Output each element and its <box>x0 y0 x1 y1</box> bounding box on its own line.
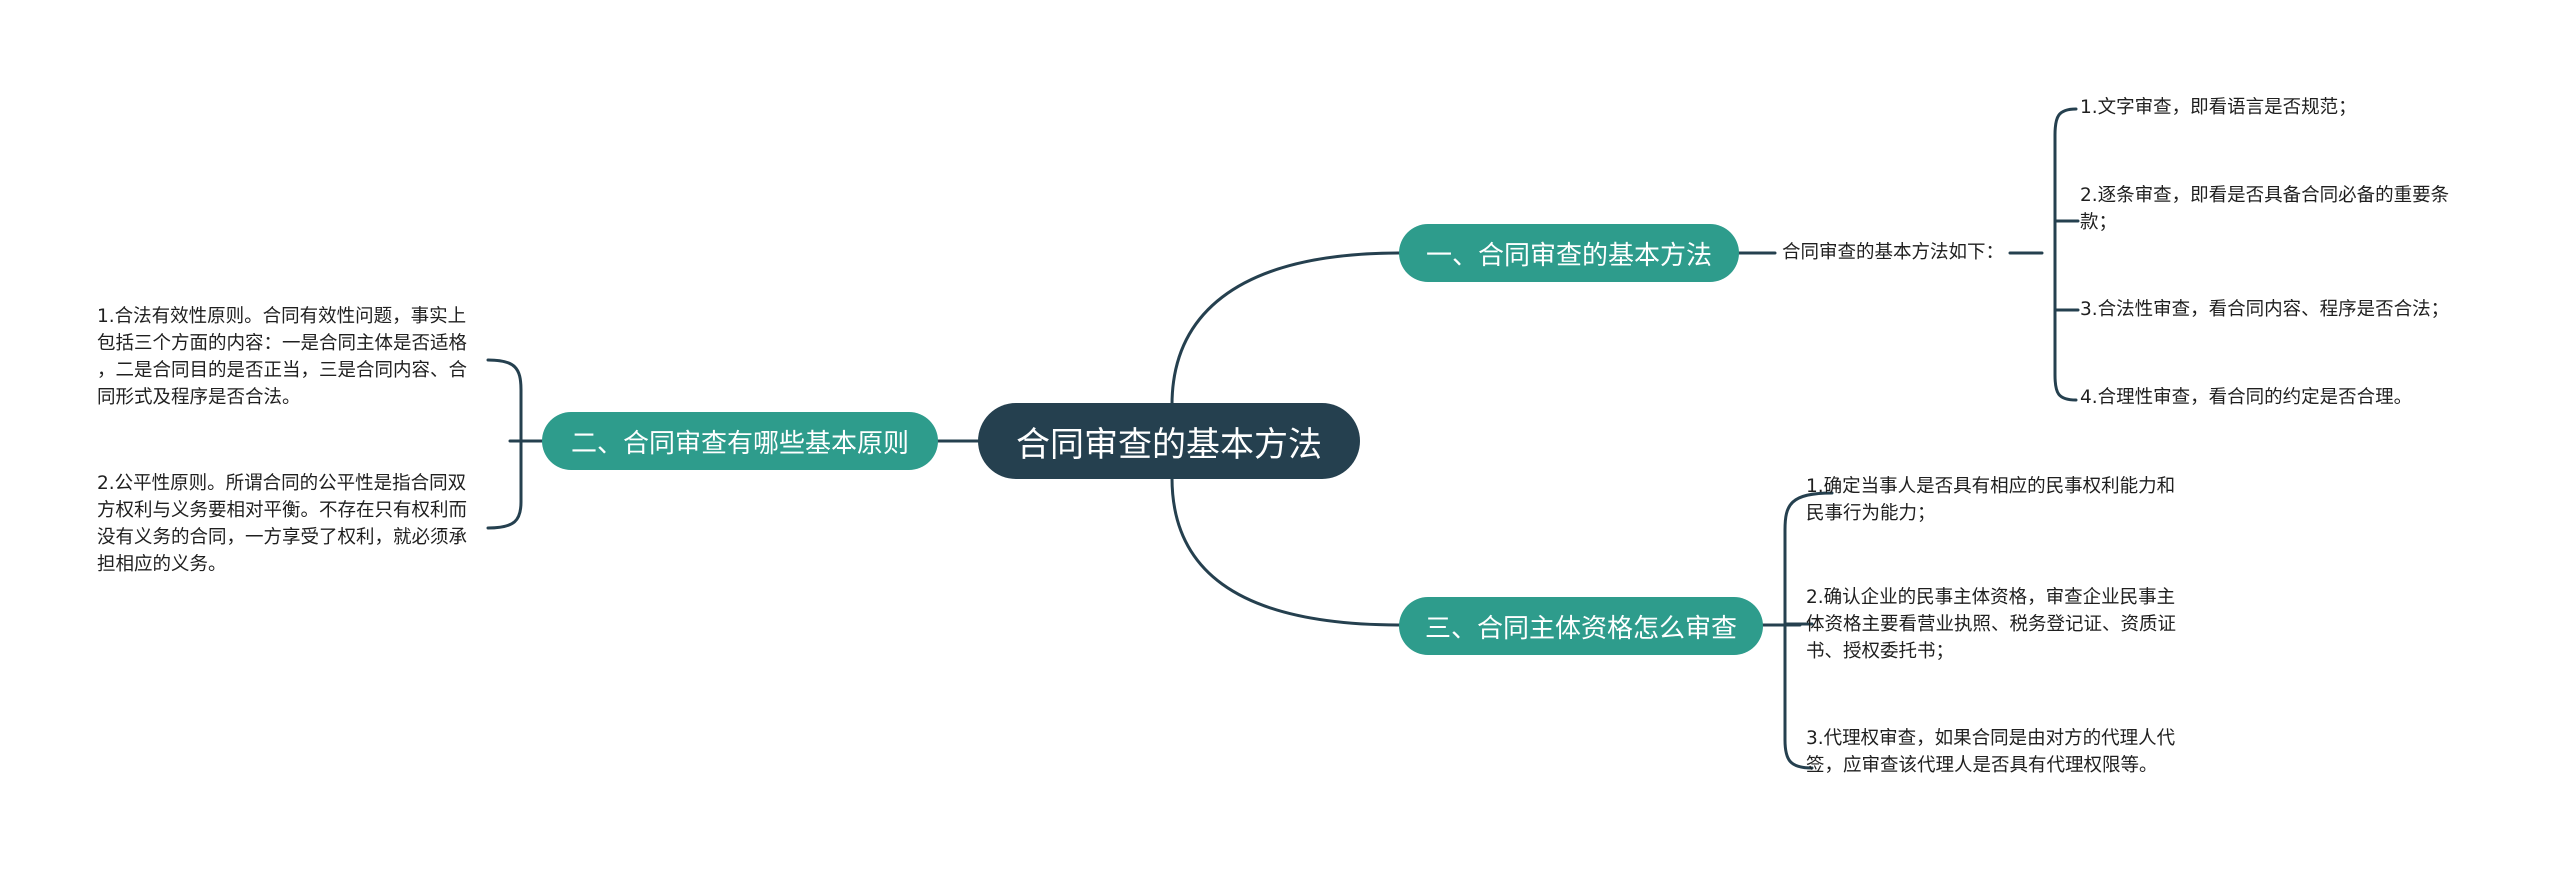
qualification-item-3[interactable]: 3.代理权审查，如果合同是由对方的代理人代 签，应审查该代理人是否具有代理权限等… <box>1806 728 2176 776</box>
bracket-branch1 <box>2053 107 2078 402</box>
principle-item-2[interactable]: 2.公平性原则。所谓合同的公平性是指合同双 方权利与义务要相对平衡。不存在只有权… <box>97 473 468 575</box>
method-item-1[interactable]: 1.文字审查，即看语言是否规范； <box>2080 97 2357 118</box>
bracket-branch3 <box>1783 491 1834 770</box>
method-item-3[interactable]: 3.合法性审查，看合同内容、程序是否合法； <box>2080 299 2450 320</box>
root-topic[interactable]: 合同审查的基本方法 <box>978 403 1360 479</box>
method-item-4[interactable]: 4.合理性审查，看合同的约定是否合理。 <box>2080 387 2413 408</box>
bracket-branch2 <box>486 358 523 530</box>
principle-item-1[interactable]: 1.合法有效性原则。合同有效性问题，事实上 包括三个方面的内容：一是合同主体是否… <box>97 306 468 408</box>
link-root-branch1 <box>1170 251 1402 407</box>
branch-basic-principles[interactable]: 二、合同审查有哪些基本原则 <box>542 412 938 470</box>
qualification-item-2[interactable]: 2.确认企业的民事主体资格，审查企业民事主 体资格主要看营业执照、税务登记证、资… <box>1806 587 2177 662</box>
link-root-branch3 <box>1170 476 1402 627</box>
branch-basic-methods[interactable]: 一、合同审查的基本方法 <box>1399 224 1739 282</box>
branch-subject-qualification[interactable]: 三、合同主体资格怎么审查 <box>1399 597 1763 655</box>
method-item-2[interactable]: 2.逐条审查，即看是否具备合同必备的重要条 款； <box>2080 185 2450 233</box>
qualification-item-1[interactable]: 1.确定当事人是否具有相应的民事权利能力和 民事行为能力； <box>1806 476 2176 524</box>
branch1-intro-text[interactable]: 合同审查的基本方法如下： <box>1782 242 2005 263</box>
